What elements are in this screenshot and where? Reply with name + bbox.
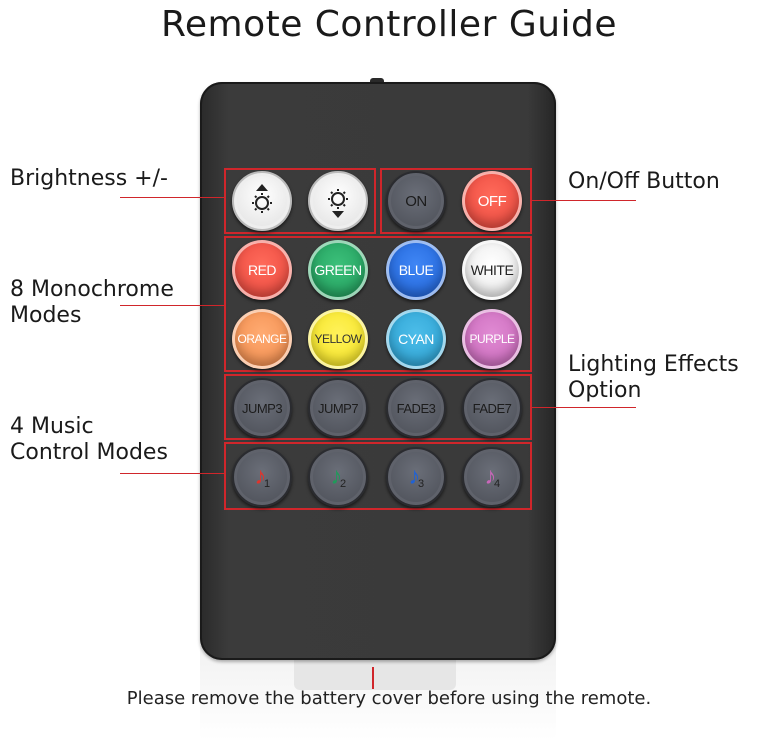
remote-top-nub	[370, 78, 384, 84]
music-label-line1: 4 Music	[10, 414, 94, 439]
red-button[interactable]: RED	[232, 240, 292, 300]
off-button[interactable]: OFF	[462, 171, 522, 231]
brightness-pointer-line	[120, 197, 224, 198]
music-mode-4-button[interactable]: ♪ 4	[462, 447, 522, 507]
effects-label-line1: Lighting Effects	[568, 352, 739, 377]
music-group	[224, 442, 532, 510]
music-mode-number: 2	[339, 478, 346, 490]
onoff-pointer-line	[532, 200, 636, 201]
yellow-button[interactable]: YELLOW	[308, 309, 368, 369]
onoff-label: On/Off Button	[568, 169, 720, 194]
brightness-label: Brightness +/-	[10, 166, 168, 191]
orange-button[interactable]: ORANGE	[232, 309, 292, 369]
brightness-up-icon	[252, 184, 272, 213]
music-note-icon: ♪	[330, 463, 342, 490]
music-mode-3-button[interactable]: ♪ 3	[386, 447, 446, 507]
battery-pointer-line	[372, 667, 374, 689]
music-mode-2-button[interactable]: ♪ 2	[308, 447, 368, 507]
music-mode-number: 1	[263, 478, 270, 490]
white-button[interactable]: WHITE	[462, 240, 522, 300]
monochrome-label-line2: Modes	[10, 303, 82, 328]
battery-note: Please remove the battery cover before u…	[126, 688, 652, 709]
brightness-up-button[interactable]	[232, 171, 292, 231]
jump7-button[interactable]: JUMP7	[308, 378, 368, 438]
monochrome-label-line1: 8 Monochrome	[10, 277, 174, 302]
music-note-icon: ♪	[408, 463, 420, 490]
on-button[interactable]: ON	[386, 171, 446, 231]
green-button[interactable]: GREEN	[308, 240, 368, 300]
monochrome-group	[224, 236, 532, 372]
cyan-button[interactable]: CYAN	[386, 309, 446, 369]
battery-tab	[294, 660, 456, 690]
onoff-group	[380, 168, 532, 234]
music-mode-1-button[interactable]: ♪ 1	[232, 447, 292, 507]
music-note-icon: ♪	[254, 463, 266, 490]
page-title: Remote Controller Guide	[160, 4, 618, 45]
blue-button[interactable]: BLUE	[386, 240, 446, 300]
effects-pointer-line	[532, 407, 636, 408]
music-mode-number: 3	[417, 478, 424, 490]
effects-label-line2: Option	[568, 378, 642, 403]
music-mode-number: 4	[493, 478, 500, 490]
music-label-line2: Control Modes	[10, 440, 168, 465]
fade7-button[interactable]: FADE7	[462, 378, 522, 438]
effects-group	[224, 374, 532, 440]
music-note-icon: ♪	[484, 463, 496, 490]
fade3-button[interactable]: FADE3	[386, 378, 446, 438]
brightness-down-icon	[328, 189, 348, 218]
music-pointer-line	[120, 473, 224, 474]
brightness-down-button[interactable]	[308, 171, 368, 231]
brightness-group	[224, 168, 376, 234]
purple-button[interactable]: PURPLE	[462, 309, 522, 369]
jump3-button[interactable]: JUMP3	[232, 378, 292, 438]
monochrome-pointer-line	[120, 305, 224, 306]
